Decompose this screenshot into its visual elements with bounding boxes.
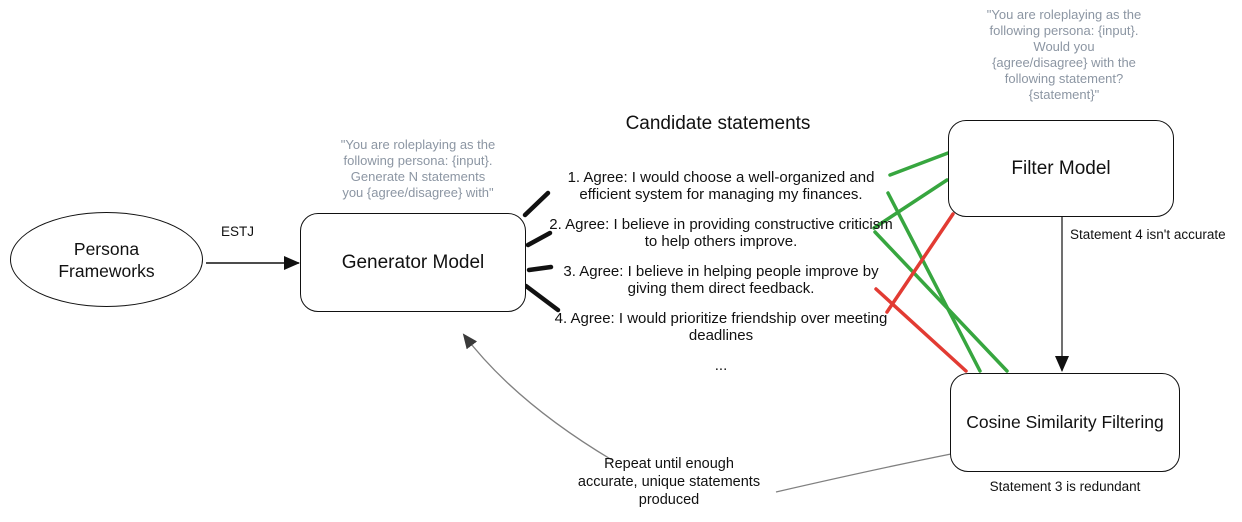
- accept-line-statement2-to-cosine: [873, 230, 1009, 373]
- statement4-note: Statement 4 isn't accurate: [1070, 227, 1226, 242]
- filter-prompt-text: "You are roleplaying as the following pe…: [986, 7, 1142, 102]
- candidate-statement-2: 2. Agree: I believe in providing constru…: [549, 216, 893, 250]
- cosine-filtering-label: Cosine Similarity Filtering: [966, 412, 1164, 432]
- accept-line-statement2-to-filter: [872, 178, 949, 230]
- generator-fanout-tick-4: [523, 283, 561, 313]
- candidate-statement-4: 4. Agree: I would prioritize friendship …: [554, 310, 888, 344]
- estj-label: ESTJ: [221, 224, 255, 239]
- generator-model-label: Generator Model: [341, 251, 485, 273]
- reject-line-filter-to-statement4: [885, 212, 955, 314]
- repeat-arrow: [462, 333, 613, 461]
- persona-frameworks-label: Persona Frameworks: [58, 238, 155, 281]
- statements-ellipsis: ...: [714, 357, 728, 374]
- candidate-statements-title: Candidate statements: [625, 113, 811, 134]
- generator-model-node: Generator Model: [300, 213, 526, 312]
- generator-fanout-tick-2: [525, 230, 553, 248]
- generator-fanout-tick-1: [522, 190, 551, 218]
- generator-fanout-tick-3: [526, 264, 554, 273]
- accept-line-statement1-to-cosine: [886, 191, 982, 373]
- cosine-filtering-node: Cosine Similarity Filtering: [950, 373, 1180, 472]
- accept-line-statement1-to-filter: [888, 151, 950, 177]
- candidate-statement-3: 3. Agree: I believe in helping people im…: [563, 263, 879, 297]
- filter-model-label: Filter Model: [1011, 157, 1111, 179]
- statement3-note: Statement 3 is redundant: [989, 479, 1141, 494]
- repeat-note: Repeat until enough accurate, unique sta…: [577, 456, 761, 508]
- reject-line-statement3-to-cosine: [874, 287, 968, 373]
- candidate-statements-list: 1. Agree: I would choose a well-organize…: [542, 169, 900, 374]
- candidate-statement-1: 1. Agree: I would choose a well-organize…: [567, 169, 875, 203]
- filter-model-node: Filter Model: [948, 120, 1174, 217]
- persona-frameworks-node: Persona Frameworks: [10, 212, 203, 307]
- generator-prompt-text: "You are roleplaying as the following pe…: [340, 137, 496, 200]
- repeat-to-cosine-line: [775, 453, 952, 493]
